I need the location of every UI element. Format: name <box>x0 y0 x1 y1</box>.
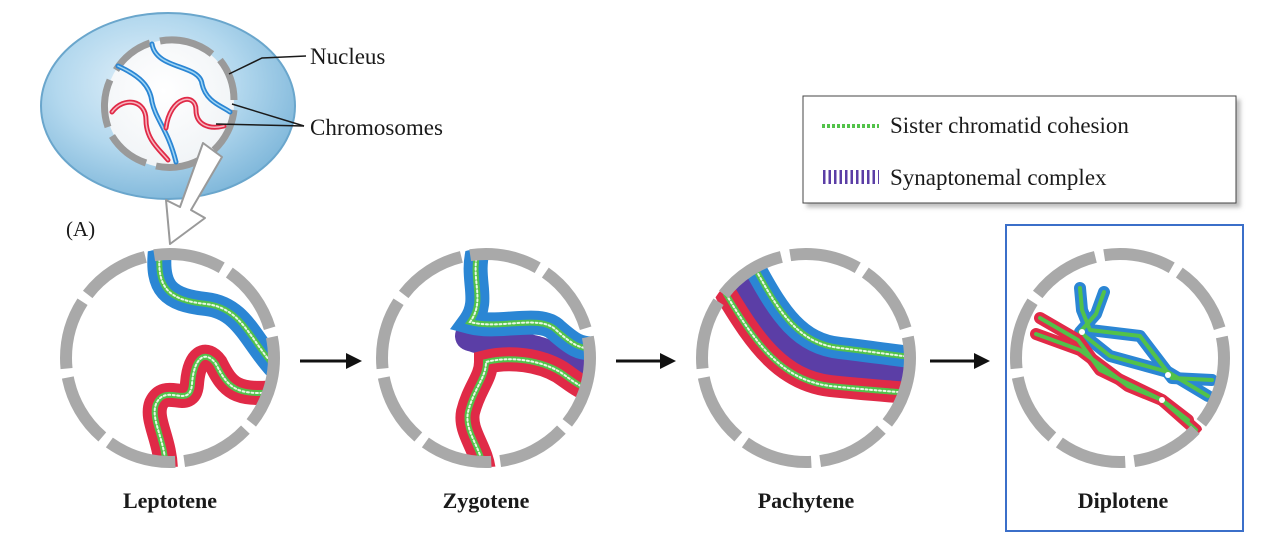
diplotene-nuclear-envelope <box>1010 248 1230 468</box>
pachytene-blue-chromosome <box>745 259 915 369</box>
pachytene-nuclear-envelope <box>696 248 916 468</box>
legend-label-synaptonemal: Synaptonemal complex <box>890 165 1107 190</box>
zygotene-blue-chromosome <box>450 249 595 361</box>
stage-label-pachytene: Pachytene <box>758 488 855 513</box>
stage-arrow-2 <box>616 353 676 369</box>
pachytene-synaptonemal-complex <box>727 265 915 391</box>
pachytene-chromosomes <box>715 259 915 405</box>
callout-leaders <box>215 55 307 127</box>
stage-label-zygotene: Zygotene <box>443 488 530 513</box>
nucleus-interior <box>106 40 234 168</box>
cell-overview <box>40 12 307 245</box>
legend-box <box>802 95 1237 204</box>
stage-diplotene: Diplotene <box>1005 224 1244 532</box>
diplotene-highlight-box <box>1005 224 1244 532</box>
diplotene-blue-chromosome <box>1074 282 1218 402</box>
legend-label-cohesion: Sister chromatid cohesion <box>890 113 1129 138</box>
zygotene-nuclear-envelope <box>376 248 596 468</box>
chromosomes-small <box>109 41 233 165</box>
diplotene-red-chromosome <box>1030 312 1202 436</box>
stage-label-diplotene: Diplotene <box>1078 488 1169 513</box>
leptotene-blue-chromosome <box>147 249 279 380</box>
stage-arrow-1 <box>300 353 362 369</box>
leptotene-nuclear-envelope <box>60 248 280 468</box>
nucleus-label: Nucleus <box>310 44 385 69</box>
zoom-arrow <box>165 142 223 245</box>
zygotene-chromosomes <box>450 249 595 467</box>
pachytene-red-chromosome <box>715 283 915 405</box>
stage-pachytene: Pachytene <box>696 248 916 513</box>
leptotene-chromosomes <box>142 249 279 467</box>
stage-leptotene: Leptotene <box>60 248 280 513</box>
chromosomes-label: Chromosomes <box>310 115 443 140</box>
stage-zygotene: Zygotene <box>376 248 596 513</box>
stage-arrow-3 <box>930 353 990 369</box>
stage-label-leptotene: Leptotene <box>123 488 217 513</box>
zygotene-red-chromosome <box>455 347 595 467</box>
panel-letter: (A) <box>66 217 95 241</box>
diplotene-chiasmata <box>1079 329 1171 403</box>
diplotene-chromosomes <box>1030 282 1218 436</box>
legend: Sister chromatid cohesion Synaptonemal c… <box>802 95 1237 204</box>
leptotene-red-chromosome <box>142 344 279 467</box>
